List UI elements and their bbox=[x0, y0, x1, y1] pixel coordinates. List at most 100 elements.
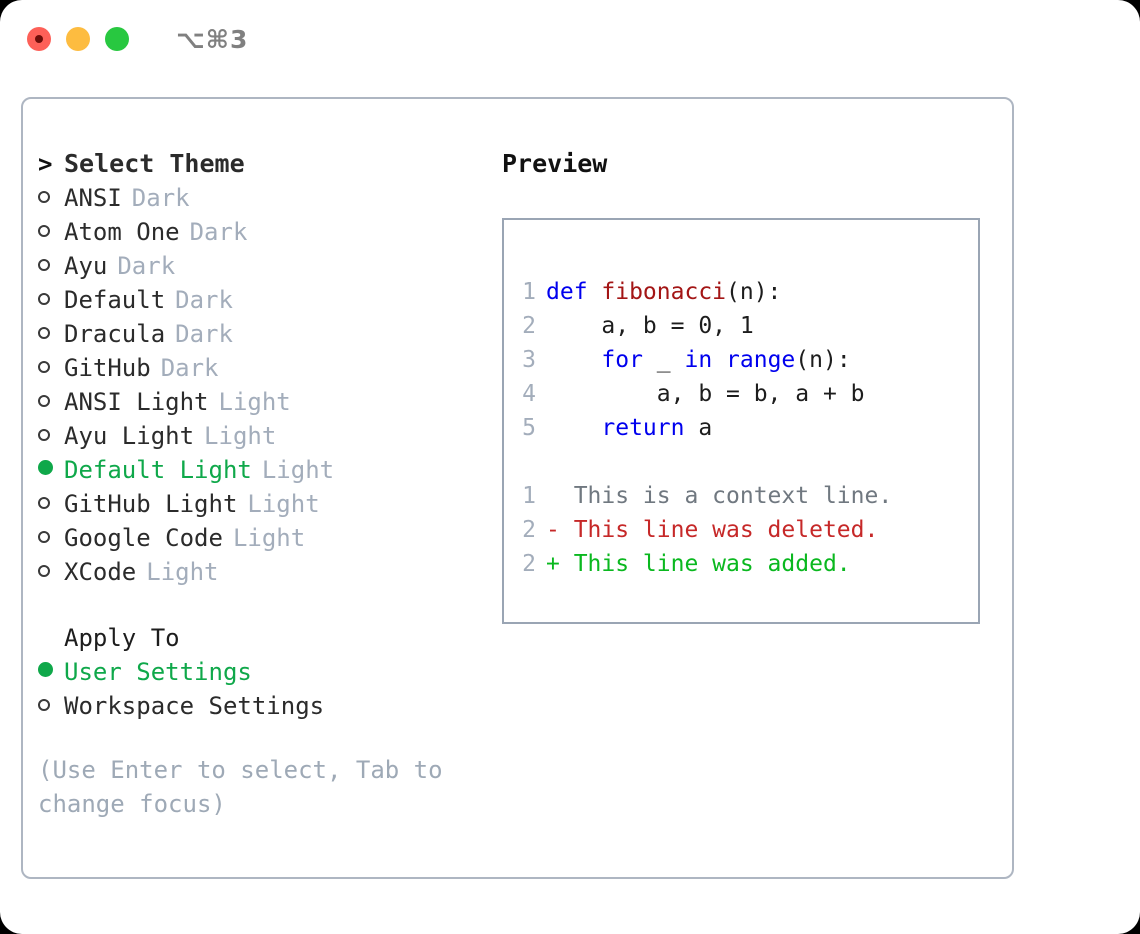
line-number: 1 bbox=[522, 483, 536, 509]
radio-unselected-icon[interactable] bbox=[38, 283, 64, 317]
code-token: for bbox=[601, 347, 643, 373]
radio-unselected-icon[interactable] bbox=[38, 689, 64, 723]
line-number: 2 bbox=[522, 313, 536, 339]
keyboard-hint-text: (Use Enter to select, Tab to change focu… bbox=[38, 756, 458, 818]
radio-unselected-icon[interactable] bbox=[38, 181, 64, 215]
theme-name-label: Default Light bbox=[64, 456, 252, 484]
theme-name-label: ANSI bbox=[64, 184, 122, 212]
apply-to-option[interactable]: User Settings bbox=[38, 655, 478, 689]
code-line: 3 for _ in range(n): bbox=[504, 343, 978, 377]
theme-category-tag: Light bbox=[261, 456, 335, 484]
apply-to-title: Apply To bbox=[64, 624, 180, 652]
theme-name-label: Ayu bbox=[64, 252, 108, 280]
theme-name-label: Ayu Light bbox=[64, 422, 195, 450]
section-spacer bbox=[38, 589, 478, 621]
theme-category-tag: Light bbox=[247, 490, 320, 518]
close-button-icon[interactable] bbox=[27, 27, 51, 51]
radio-unselected-icon[interactable] bbox=[38, 249, 64, 283]
theme-category-tag: Light bbox=[146, 558, 219, 586]
theme-list-item[interactable]: XCode Light bbox=[38, 555, 478, 589]
radio-unselected-icon[interactable] bbox=[38, 555, 64, 589]
theme-list-item[interactable]: Default Light Light bbox=[38, 453, 478, 487]
theme-category-tag: Dark bbox=[131, 184, 190, 212]
theme-list-item[interactable]: GitHub Light Light bbox=[38, 487, 478, 521]
code-token: in bbox=[684, 347, 727, 373]
theme-name-label: ANSI Light bbox=[64, 388, 209, 416]
code-token: (n): bbox=[726, 279, 782, 305]
theme-list-item[interactable]: Default Dark bbox=[38, 283, 478, 317]
theme-category-tag: Light bbox=[218, 388, 291, 416]
apply-to-option[interactable]: Workspace Settings bbox=[38, 689, 478, 723]
theme-name-label: Default bbox=[64, 286, 166, 314]
window-controls bbox=[27, 27, 129, 51]
code-line: 4 a, b = b, a + b bbox=[504, 377, 978, 411]
theme-name-label: XCode bbox=[64, 558, 137, 586]
radio-unselected-icon[interactable] bbox=[38, 351, 64, 385]
theme-list-item[interactable]: ANSI Dark bbox=[38, 181, 478, 215]
code-line-text: def fibonacci(n): bbox=[546, 275, 781, 309]
theme-name-label: GitHub Light bbox=[64, 490, 238, 518]
code-line-text: a, b = 0, 1 bbox=[546, 309, 754, 343]
theme-category-tag: Dark bbox=[175, 286, 233, 314]
radio-selected-icon[interactable] bbox=[38, 655, 64, 689]
theme-list-item[interactable]: Ayu Light Light bbox=[38, 419, 478, 453]
code-line-text: a, b = b, a + b bbox=[546, 377, 865, 411]
diff-line-text: This is a context line. bbox=[546, 483, 893, 509]
theme-category-tag: Dark bbox=[117, 252, 176, 280]
diff-line-text: - This line was deleted. bbox=[546, 517, 879, 543]
theme-category-tag: Light bbox=[204, 422, 277, 450]
caret-icon: > bbox=[38, 150, 53, 178]
theme-list-item[interactable]: Google Code Light bbox=[38, 521, 478, 555]
diff-line: 2- This line was deleted. bbox=[504, 513, 978, 547]
radio-unselected-icon[interactable] bbox=[38, 487, 64, 521]
theme-category-tag: Dark bbox=[160, 354, 219, 382]
theme-name-label: Atom One bbox=[64, 218, 180, 246]
code-line-text: return a bbox=[546, 411, 712, 445]
record-dot-icon bbox=[35, 35, 43, 43]
radio-unselected-icon[interactable] bbox=[38, 521, 64, 555]
apply-to-label: Workspace Settings bbox=[64, 692, 325, 720]
minimize-button-icon[interactable] bbox=[66, 27, 90, 51]
radio-unselected-icon[interactable] bbox=[38, 419, 64, 453]
code-line-text: for _ in range(n): bbox=[546, 343, 851, 377]
theme-name-label: Dracula bbox=[64, 320, 166, 348]
theme-list-item[interactable]: ANSI Light Light bbox=[38, 385, 478, 419]
radio-unselected-icon[interactable] bbox=[38, 385, 64, 419]
select-theme-header: > Select Theme bbox=[38, 147, 478, 181]
diff-line: 1 This is a context line. bbox=[504, 479, 978, 513]
code-token: a, b = b, a + b bbox=[546, 381, 865, 407]
code-token: _ bbox=[642, 347, 685, 373]
line-number: 5 bbox=[522, 415, 536, 441]
apply-to-label: User Settings bbox=[64, 658, 252, 686]
title-bar: ⌥⌘3 bbox=[0, 0, 1140, 78]
code-token: fibonacci bbox=[601, 279, 727, 305]
radio-unselected-icon[interactable] bbox=[38, 215, 64, 249]
diff-line: 2+ This line was added. bbox=[504, 547, 978, 581]
theme-category-tag: Light bbox=[232, 524, 306, 552]
code-token: a, b = 0, 1 bbox=[546, 313, 754, 339]
radio-unselected-icon[interactable] bbox=[38, 317, 64, 351]
radio-selected-icon[interactable] bbox=[38, 453, 64, 487]
code-token: (n): bbox=[795, 347, 851, 373]
code-line: 5 return a bbox=[504, 411, 978, 445]
theme-name-label: Google Code bbox=[64, 524, 223, 552]
theme-list-item[interactable]: Ayu Dark bbox=[38, 249, 478, 283]
code-token: range bbox=[726, 347, 796, 373]
keyboard-shortcut-label: ⌥⌘3 bbox=[176, 24, 249, 54]
code-token: def bbox=[546, 279, 602, 305]
code-token: a bbox=[684, 415, 713, 441]
line-number: 3 bbox=[522, 347, 536, 373]
preview-title: Preview bbox=[502, 149, 608, 178]
select-theme-title: Select Theme bbox=[64, 149, 245, 178]
maximize-button-icon[interactable] bbox=[105, 27, 129, 51]
line-number: 4 bbox=[522, 381, 536, 407]
